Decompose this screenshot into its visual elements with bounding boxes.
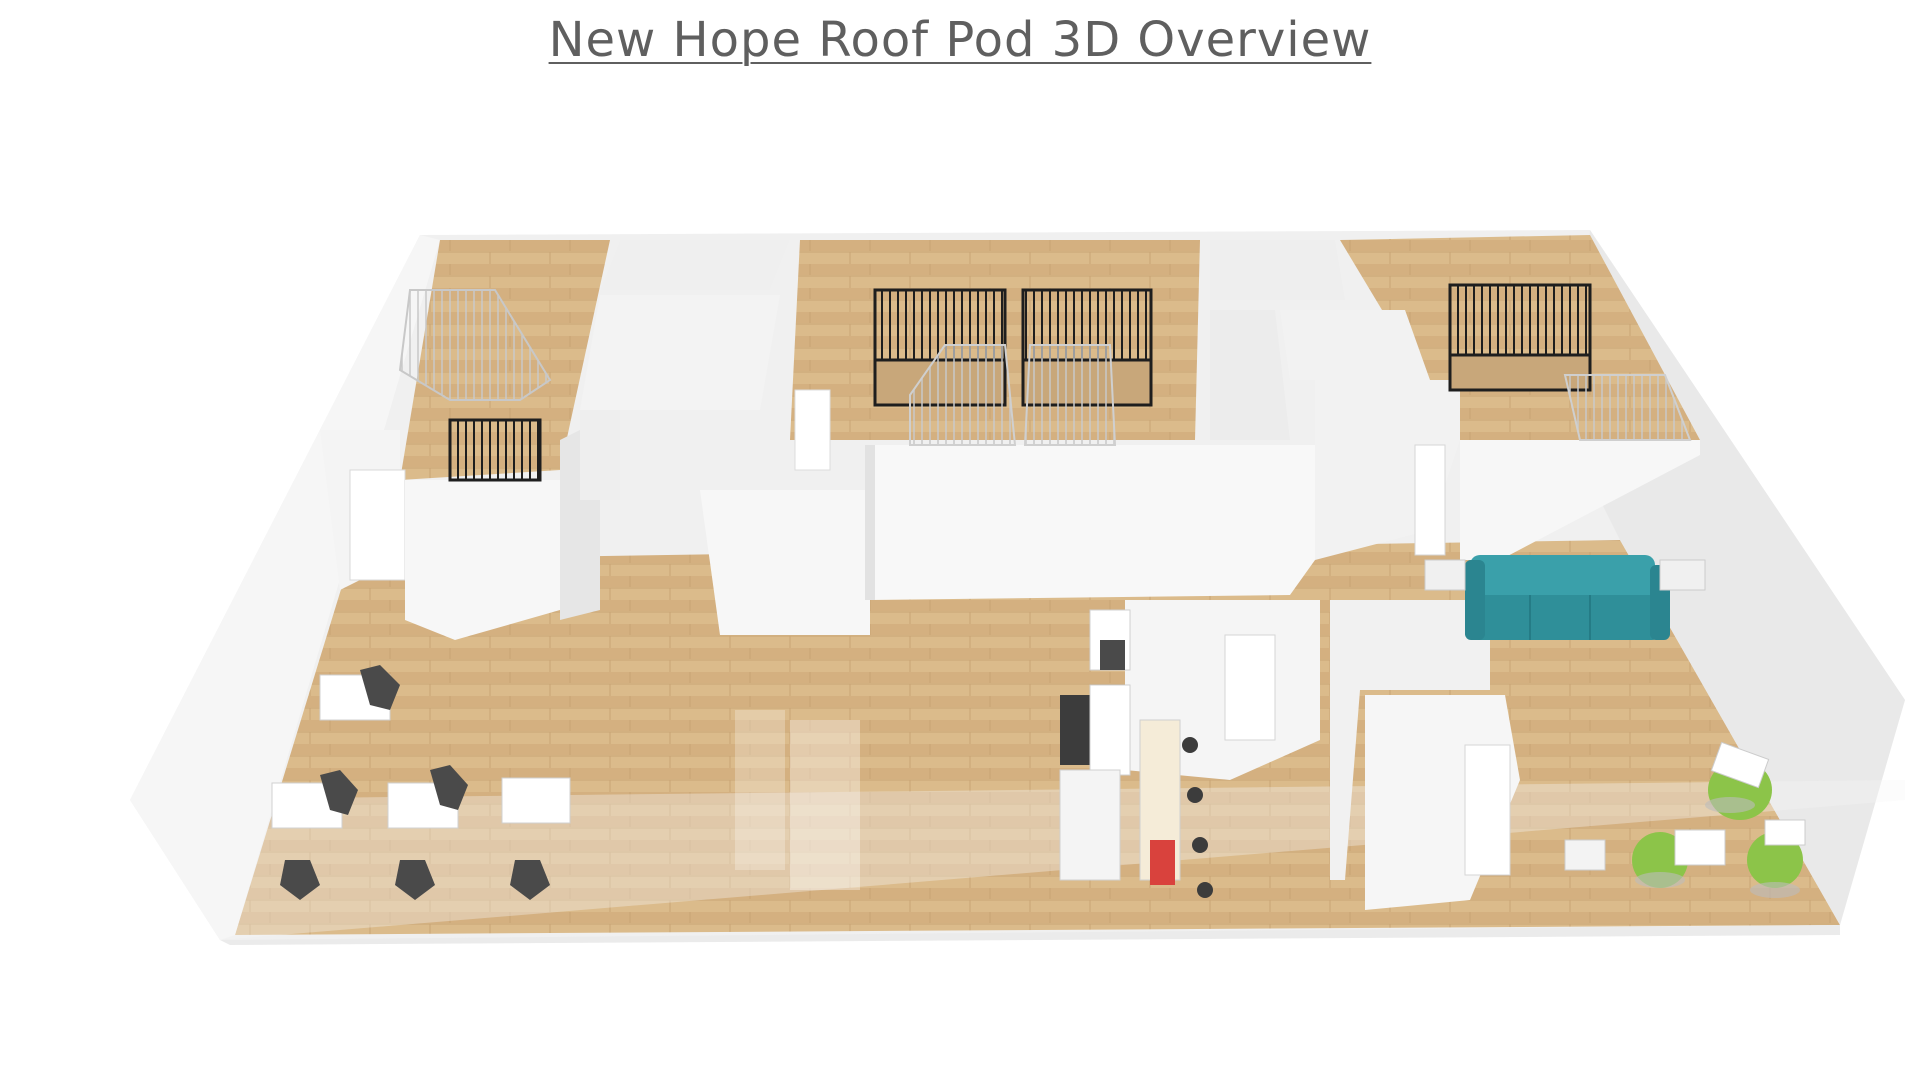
dining-chair (430, 765, 468, 810)
page-title: New Hope Roof Pod 3D Overview (548, 12, 1372, 68)
closet-top (600, 240, 790, 290)
side-table (1659, 559, 1706, 591)
bunk-bed-black-4 (1448, 283, 1592, 357)
desk-chairs (1182, 737, 1213, 898)
bunk-bed-white-4 (1563, 374, 1692, 441)
side-table (1424, 559, 1466, 591)
small-table (1674, 829, 1726, 866)
bunk-bed-white-2 (909, 344, 1017, 446)
dining-chair (360, 665, 400, 710)
lounge-chairs (1564, 741, 1806, 898)
dining-table (501, 777, 571, 824)
bathroom-room (580, 295, 780, 410)
dining-chair (280, 860, 320, 900)
bunk-bed-black-1 (448, 418, 542, 482)
dining-area (271, 665, 860, 900)
dining-chair (395, 860, 435, 900)
dining-chair (510, 860, 550, 900)
glass-island (790, 720, 860, 890)
bunk-bed-white-1 (398, 289, 552, 401)
dining-chair (320, 770, 358, 815)
red-bin (1150, 840, 1175, 885)
bunk-beds (398, 283, 1692, 482)
dresser (794, 389, 831, 471)
bunk-bed-white-3 (1023, 344, 1117, 446)
kitchen (1059, 609, 1181, 885)
sofa (1424, 555, 1706, 640)
counter (1059, 769, 1121, 881)
green-chair (1747, 832, 1803, 888)
